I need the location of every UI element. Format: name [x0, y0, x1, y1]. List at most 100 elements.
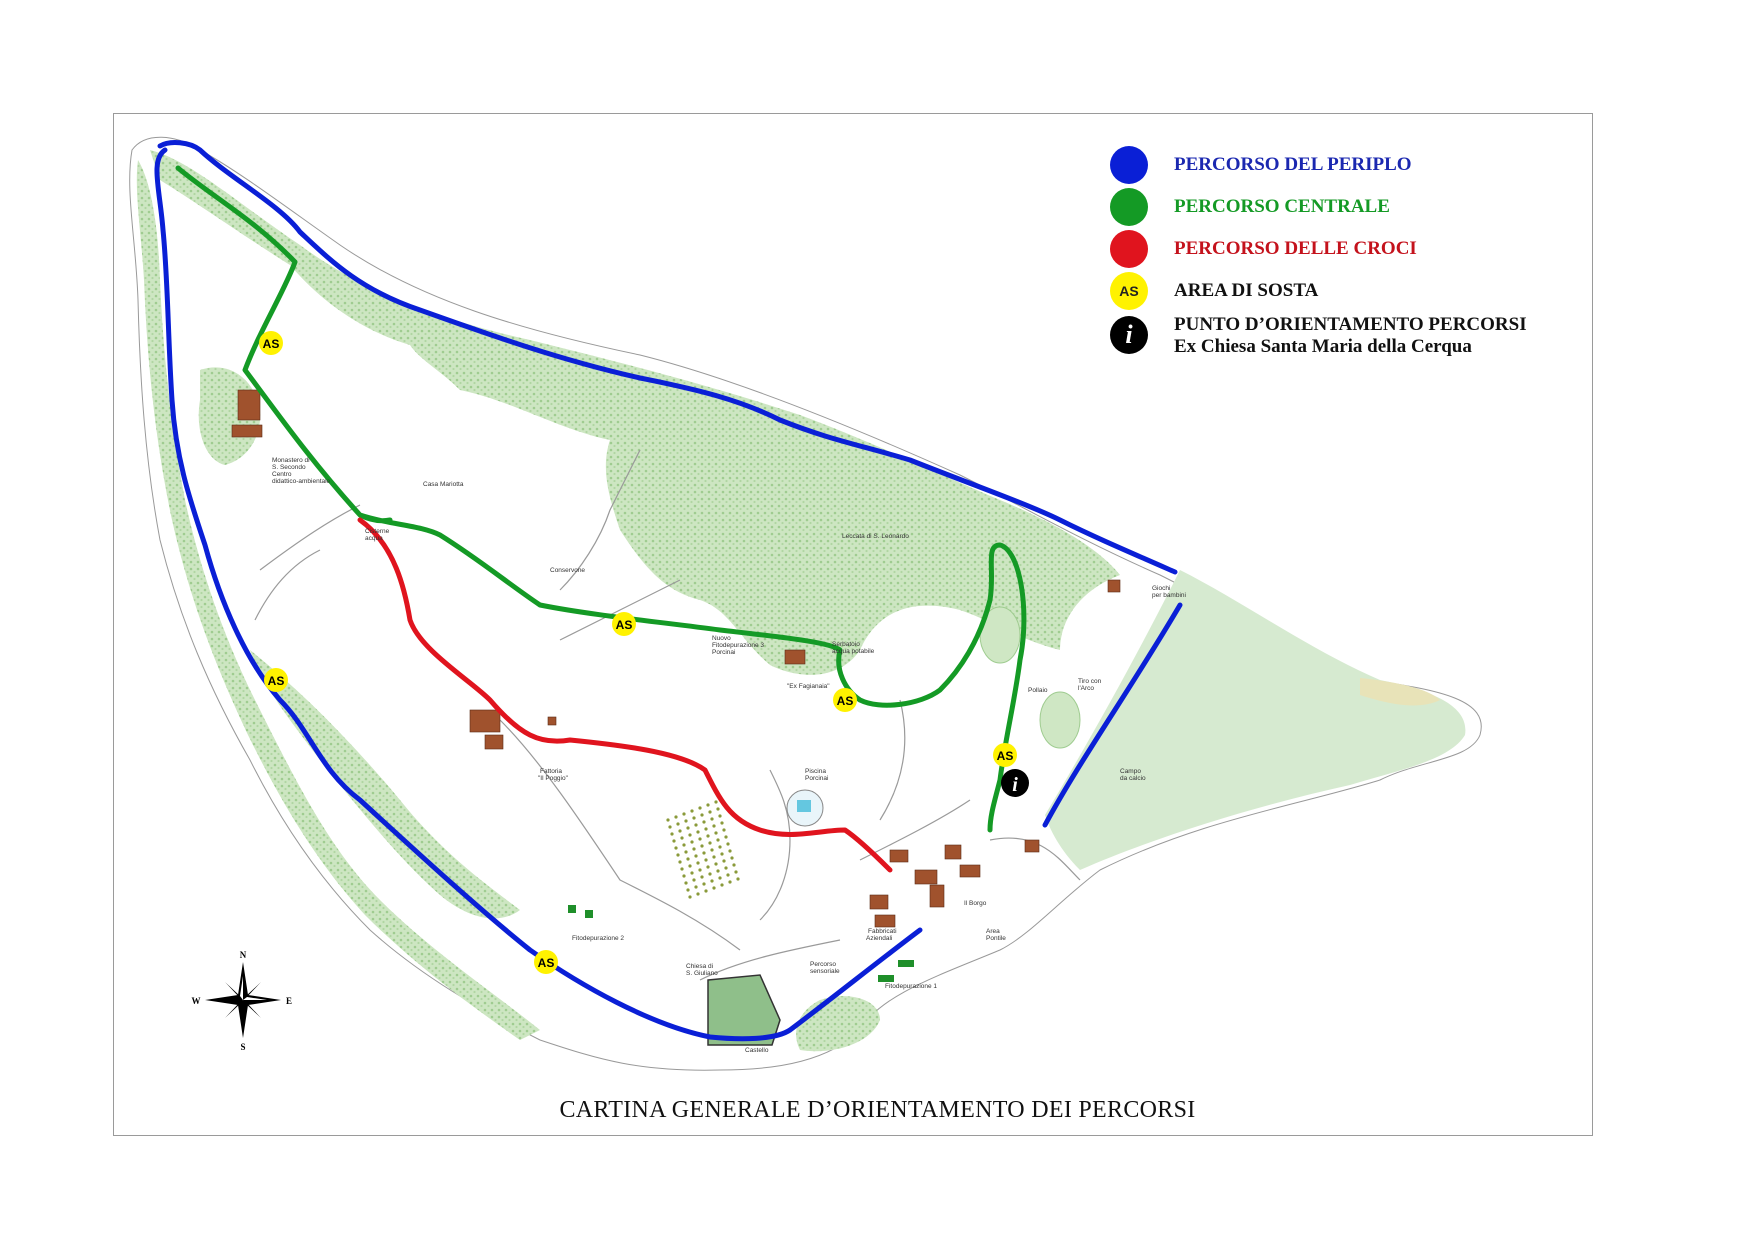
orchard: [666, 800, 740, 899]
orchard-tree: [724, 835, 728, 839]
label-ex-fagianaia: "Ex Fagianaia": [787, 683, 830, 690]
legend-orientamento[interactable]: i PUNTO D’ORIENTAMENTO PERCORSI Ex Chies…: [1110, 314, 1527, 358]
orchard-tree: [690, 840, 694, 844]
orchard-tree: [686, 826, 690, 830]
rest-area-icon: AS: [1110, 272, 1148, 310]
legend-periplo-label: PERCORSO DEL PERIPLO: [1174, 154, 1412, 175]
compass-n: N: [240, 950, 247, 960]
orchard-tree: [712, 855, 716, 859]
orchard-tree: [736, 877, 740, 881]
forest-southwest: [250, 650, 520, 919]
legend-sosta-label: AREA DI SOSTA: [1174, 280, 1319, 301]
compass-w: W: [192, 996, 201, 1006]
svg-text:i: i: [1012, 774, 1018, 796]
rest-area-badge[interactable]: AS: [264, 668, 288, 692]
east-meadow-dry: [1360, 678, 1440, 706]
legend-periplo[interactable]: PERCORSO DEL PERIPLO: [1110, 146, 1412, 184]
orchard-tree: [686, 888, 690, 892]
label-conservone: Conservone: [550, 567, 585, 574]
orchard-tree: [710, 879, 714, 883]
orchard-tree: [692, 816, 696, 820]
orchard-tree: [718, 876, 722, 880]
orchard-tree: [706, 803, 710, 807]
svg-text:AS: AS: [538, 956, 555, 970]
legend-centrale-label: PERCORSO CENTRALE: [1174, 196, 1390, 217]
red-dot-icon: [1110, 230, 1148, 268]
green-structures: [568, 905, 914, 982]
label-il-borgo: Il Borgo: [964, 900, 987, 907]
info-point[interactable]: i: [1001, 769, 1029, 797]
orchard-tree: [678, 860, 682, 864]
orchard-tree: [670, 832, 674, 836]
rest-area-badge[interactable]: AS: [259, 331, 283, 355]
label-casa-mariotta: Casa Mariotta: [423, 481, 464, 488]
orchard-tree: [682, 874, 686, 878]
svg-text:AS: AS: [837, 694, 854, 708]
orchard-tree: [674, 846, 678, 850]
orchard-tree: [710, 848, 714, 852]
orchard-tree: [696, 830, 700, 834]
orchard-tree: [716, 807, 720, 811]
orchard-tree: [682, 843, 686, 847]
orchard-tree: [690, 809, 694, 813]
compass-rose: N S E W: [192, 950, 293, 1052]
orchard-tree: [726, 842, 730, 846]
rest-area-badge[interactable]: AS: [833, 688, 857, 712]
orchard-tree: [684, 819, 688, 823]
orchard-tree: [720, 821, 724, 825]
rest-area-badge[interactable]: AS: [993, 743, 1017, 767]
map-frame: [113, 113, 1593, 1136]
legend-sosta[interactable]: AS AREA DI SOSTA: [1110, 272, 1318, 310]
rest-area-badge[interactable]: AS: [534, 950, 558, 974]
orchard-tree: [714, 800, 718, 804]
orchard-tree: [722, 828, 726, 832]
orchard-tree: [698, 837, 702, 841]
orchard-tree: [710, 817, 714, 821]
route-periplo[interactable]: [154, 140, 1183, 1042]
orchard-tree: [718, 845, 722, 849]
orchard-tree: [700, 813, 704, 817]
route-croci[interactable]: [357, 517, 893, 873]
orchard-tree: [694, 823, 698, 827]
orchard-tree: [732, 863, 736, 867]
legend-centrale[interactable]: PERCORSO CENTRALE: [1110, 188, 1390, 226]
east-meadow: [1045, 570, 1466, 870]
orchard-tree: [708, 872, 712, 876]
compass-e: E: [286, 996, 292, 1006]
orchard-tree: [684, 881, 688, 885]
orchard-tree: [668, 825, 672, 829]
orchard-tree: [690, 871, 694, 875]
orchard-tree: [724, 866, 728, 870]
orchard-tree: [674, 815, 678, 819]
orchard-tree: [694, 854, 698, 858]
label-leccata: Leccata di S. Leonardo: [842, 533, 909, 540]
orchard-tree: [716, 869, 720, 873]
orchard-tree: [708, 841, 712, 845]
orchard-tree: [704, 827, 708, 831]
legend-croci[interactable]: PERCORSO DELLE CROCI: [1110, 230, 1417, 268]
rest-area-badge[interactable]: AS: [612, 612, 636, 636]
label-fitodepurazione2: Fitodepurazione 2: [572, 935, 624, 942]
orchard-tree: [708, 810, 712, 814]
orchard-tree: [696, 892, 700, 896]
orchard-tree: [676, 853, 680, 857]
orchard-tree: [720, 883, 724, 887]
label-castello: Castello: [745, 1047, 769, 1054]
legend-orientamento-line2: Ex Chiesa Santa Maria della Cerqua: [1174, 336, 1472, 357]
orchard-tree: [700, 844, 704, 848]
legend-orientamento-line1: PUNTO D’ORIENTAMENTO PERCORSI: [1174, 314, 1527, 335]
orchard-tree: [694, 885, 698, 889]
svg-text:AS: AS: [616, 618, 633, 632]
label-fattoria: Fattoria"Il Poggio": [538, 768, 569, 782]
orchard-tree: [666, 818, 670, 822]
route-centrale[interactable]: [175, 165, 1027, 833]
green-dot-icon: [1110, 188, 1148, 226]
label-pollaio: Pollaio: [1028, 687, 1048, 694]
